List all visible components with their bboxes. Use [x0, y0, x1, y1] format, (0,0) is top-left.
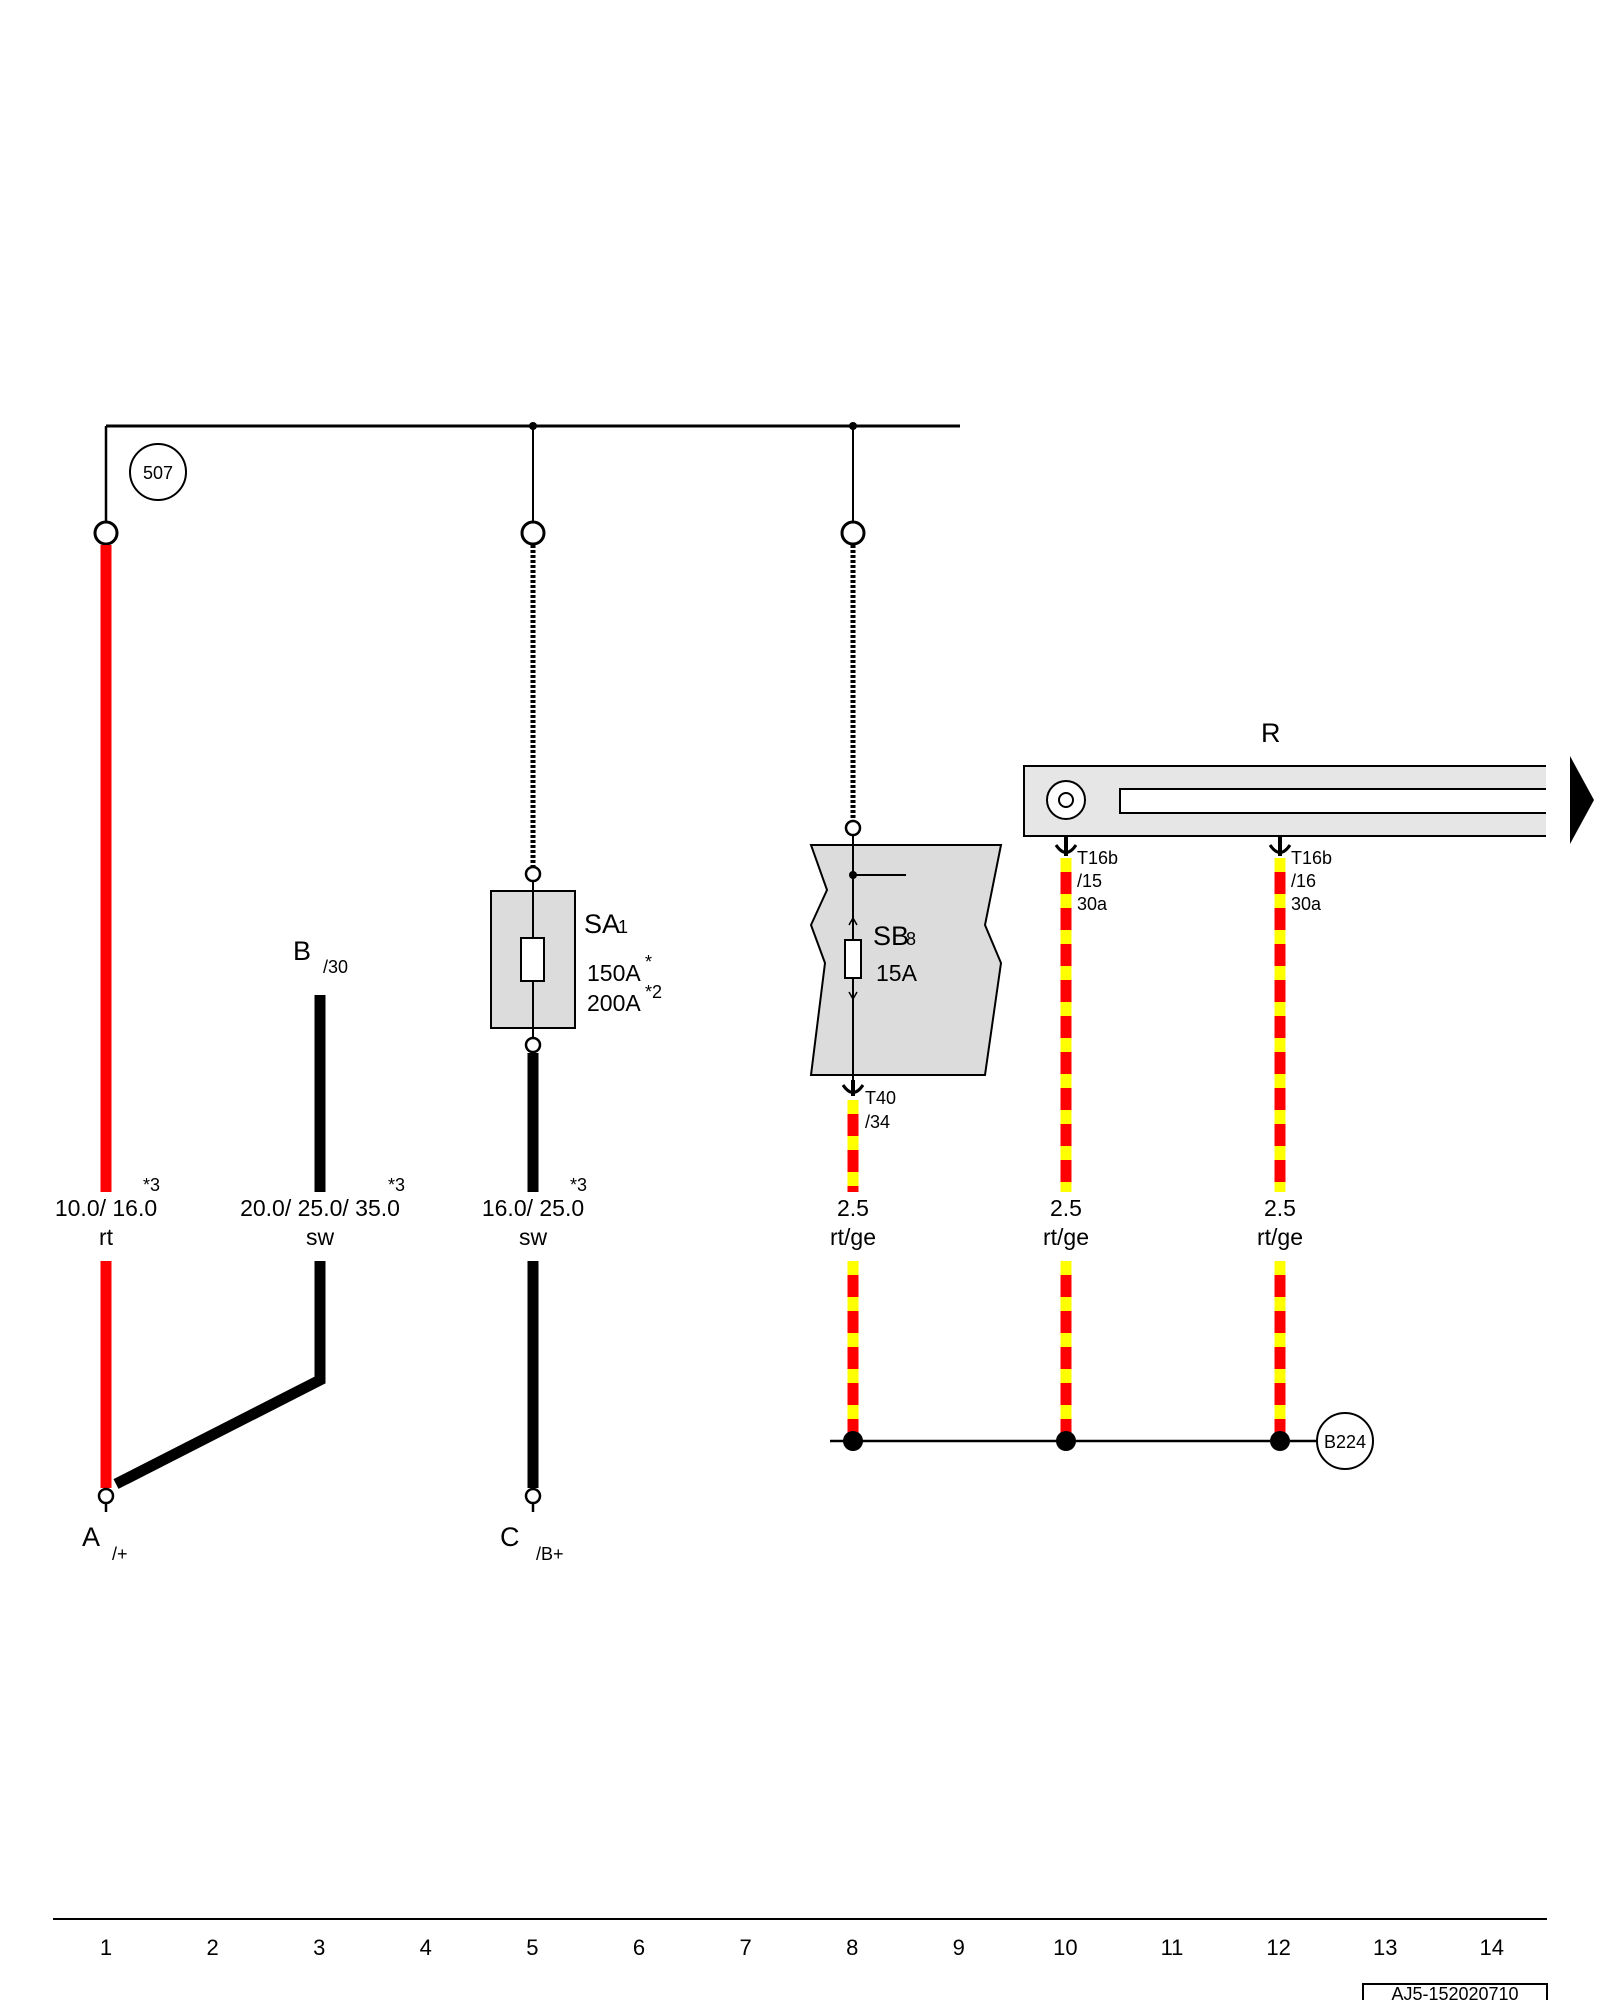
- terminal-circle-5: [520, 520, 546, 546]
- wire-col8-top: [844, 545, 862, 837]
- figure-id-label: AJ5-152020710: [1391, 1984, 1518, 2000]
- ruler-number: 2: [206, 1935, 218, 1960]
- svg-text:*3: *3: [570, 1175, 587, 1195]
- terminal-c: C /B+: [500, 1487, 564, 1564]
- ruler-number: 5: [526, 1935, 538, 1960]
- fuse-sa1-index: 1: [618, 917, 628, 937]
- top-bus: [104, 422, 960, 522]
- svg-text:2.5: 2.5: [837, 1195, 869, 1221]
- svg-text:30a: 30a: [1077, 894, 1108, 914]
- svg-text:rt: rt: [99, 1224, 114, 1250]
- svg-text:rt/ge: rt/ge: [830, 1224, 876, 1250]
- wire-col5: [524, 545, 542, 1488]
- svg-text:*2: *2: [645, 982, 662, 1002]
- svg-text:rt/ge: rt/ge: [1043, 1224, 1089, 1250]
- terminal-circle-8: [840, 520, 866, 546]
- svg-text:*: *: [645, 952, 652, 972]
- figure-id: AJ5-152020710: [1362, 1983, 1548, 2000]
- terminal-c-label: C: [500, 1522, 520, 1552]
- terminal-c-sub: /B+: [536, 1544, 564, 1564]
- connector-t40: T40 /34: [841, 1080, 896, 1132]
- svg-text:10.0/ 16.0: 10.0/ 16.0: [55, 1195, 157, 1221]
- terminal-b-label: B: [293, 936, 311, 966]
- continue-arrow-icon: [1570, 756, 1594, 844]
- wire-label-3: 16.0/ 25.0 sw *3: [482, 1175, 587, 1250]
- wire-label-6: 2.5 rt/ge: [1257, 1195, 1303, 1250]
- ground-bus-b224: B224: [830, 1412, 1374, 1470]
- svg-text:507: 507: [143, 463, 173, 483]
- svg-text:sw: sw: [519, 1224, 548, 1250]
- svg-text:T16b: T16b: [1291, 848, 1332, 868]
- svg-text:/16: /16: [1291, 871, 1316, 891]
- ruler-number: 11: [1161, 1935, 1184, 1960]
- terminal-a-sub: /+: [112, 1544, 128, 1564]
- ruler-number: 6: [633, 1935, 645, 1960]
- fuse-sa1: SA 1 150A * 200A *2: [490, 881, 662, 1054]
- terminal-circle-1: [93, 520, 119, 546]
- ruler-number: 4: [420, 1935, 432, 1960]
- ruler-number: 14: [1480, 1935, 1504, 1960]
- terminal-a: A /+: [82, 1487, 128, 1564]
- relay-plate-r: R: [1023, 718, 1594, 844]
- svg-text:T40: T40: [865, 1088, 896, 1108]
- svg-text:20.0/ 25.0/ 35.0: 20.0/ 25.0/ 35.0: [240, 1195, 400, 1221]
- wire-label-5: 2.5 rt/ge: [1043, 1195, 1089, 1250]
- svg-text:30a: 30a: [1291, 894, 1322, 914]
- terminal-a-label: A: [82, 1522, 100, 1552]
- ground-point-507: 507: [129, 443, 187, 501]
- fuse-sa1-rating1: 150A: [587, 960, 641, 986]
- terminal-b-sub: /30: [323, 957, 348, 977]
- svg-text:16.0/ 25.0: 16.0/ 25.0: [482, 1195, 584, 1221]
- svg-text:sw: sw: [306, 1224, 335, 1250]
- fuse-sb8-block: SB 8 15A: [809, 835, 1003, 1085]
- fuse-sb8-name: SB: [873, 921, 909, 951]
- connector-t16b-16: T16b /16 30a: [1268, 836, 1332, 914]
- ruler-number: 12: [1266, 1935, 1290, 1960]
- ruler-number: 3: [313, 1935, 325, 1960]
- svg-text:/34: /34: [865, 1112, 890, 1132]
- ruler-number: 7: [739, 1935, 751, 1960]
- wire-label-1: 10.0/ 16.0 rt *3: [55, 1175, 160, 1250]
- fuse-sb8-index: 8: [906, 929, 916, 949]
- svg-text:2.5: 2.5: [1264, 1195, 1296, 1221]
- svg-text:/15: /15: [1077, 871, 1102, 891]
- ruler-number: 13: [1373, 1935, 1397, 1960]
- svg-text:T16b: T16b: [1077, 848, 1118, 868]
- svg-text:*3: *3: [388, 1175, 405, 1195]
- fuse-sa1-rating2: 200A: [587, 990, 641, 1016]
- wire-label-4: 2.5 rt/ge: [830, 1195, 876, 1250]
- ruler-number: 1: [100, 1935, 112, 1960]
- svg-text:2.5: 2.5: [1050, 1195, 1082, 1221]
- ruler-number: 9: [953, 1935, 965, 1960]
- connector-t16b-15: T16b /15 30a: [1054, 836, 1118, 914]
- svg-text:rt/ge: rt/ge: [1257, 1224, 1303, 1250]
- fuse-sa1-name: SA: [584, 909, 620, 939]
- ground-point-b224-label: B224: [1324, 1432, 1366, 1452]
- terminal-b: B /30: [293, 936, 348, 977]
- ruler-number: 8: [846, 1935, 858, 1960]
- ruler-number: 10: [1053, 1935, 1077, 1960]
- svg-text:*3: *3: [143, 1175, 160, 1195]
- fuse-sb8-rating: 15A: [876, 960, 918, 986]
- wire-black-col3: [113, 995, 326, 1489]
- relay-plate-label: R: [1261, 718, 1281, 748]
- wire-label-2: 20.0/ 25.0/ 35.0 sw *3: [240, 1175, 405, 1250]
